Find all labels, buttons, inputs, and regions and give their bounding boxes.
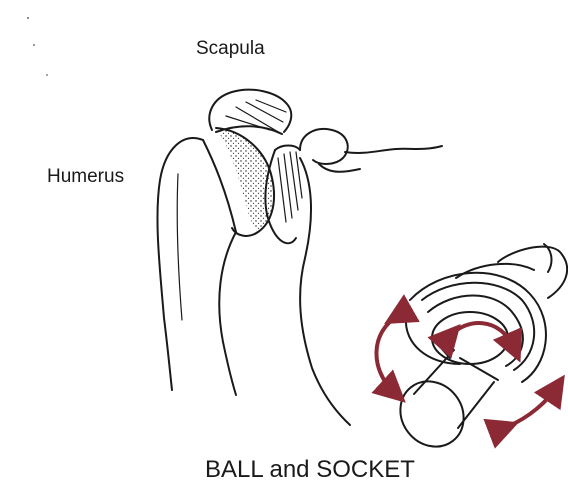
curved-arrow-icon (504, 388, 556, 428)
humerus-bone (157, 128, 274, 395)
humerus-label: Humerus (47, 166, 124, 188)
rotation-arrows (376, 316, 556, 428)
ball-and-socket-model (387, 244, 567, 459)
curved-arrow-icon (376, 316, 398, 392)
scan-specks (27, 17, 48, 76)
caption: BALL and SOCKET (205, 456, 415, 484)
scapula-label: Scapula (196, 38, 265, 60)
